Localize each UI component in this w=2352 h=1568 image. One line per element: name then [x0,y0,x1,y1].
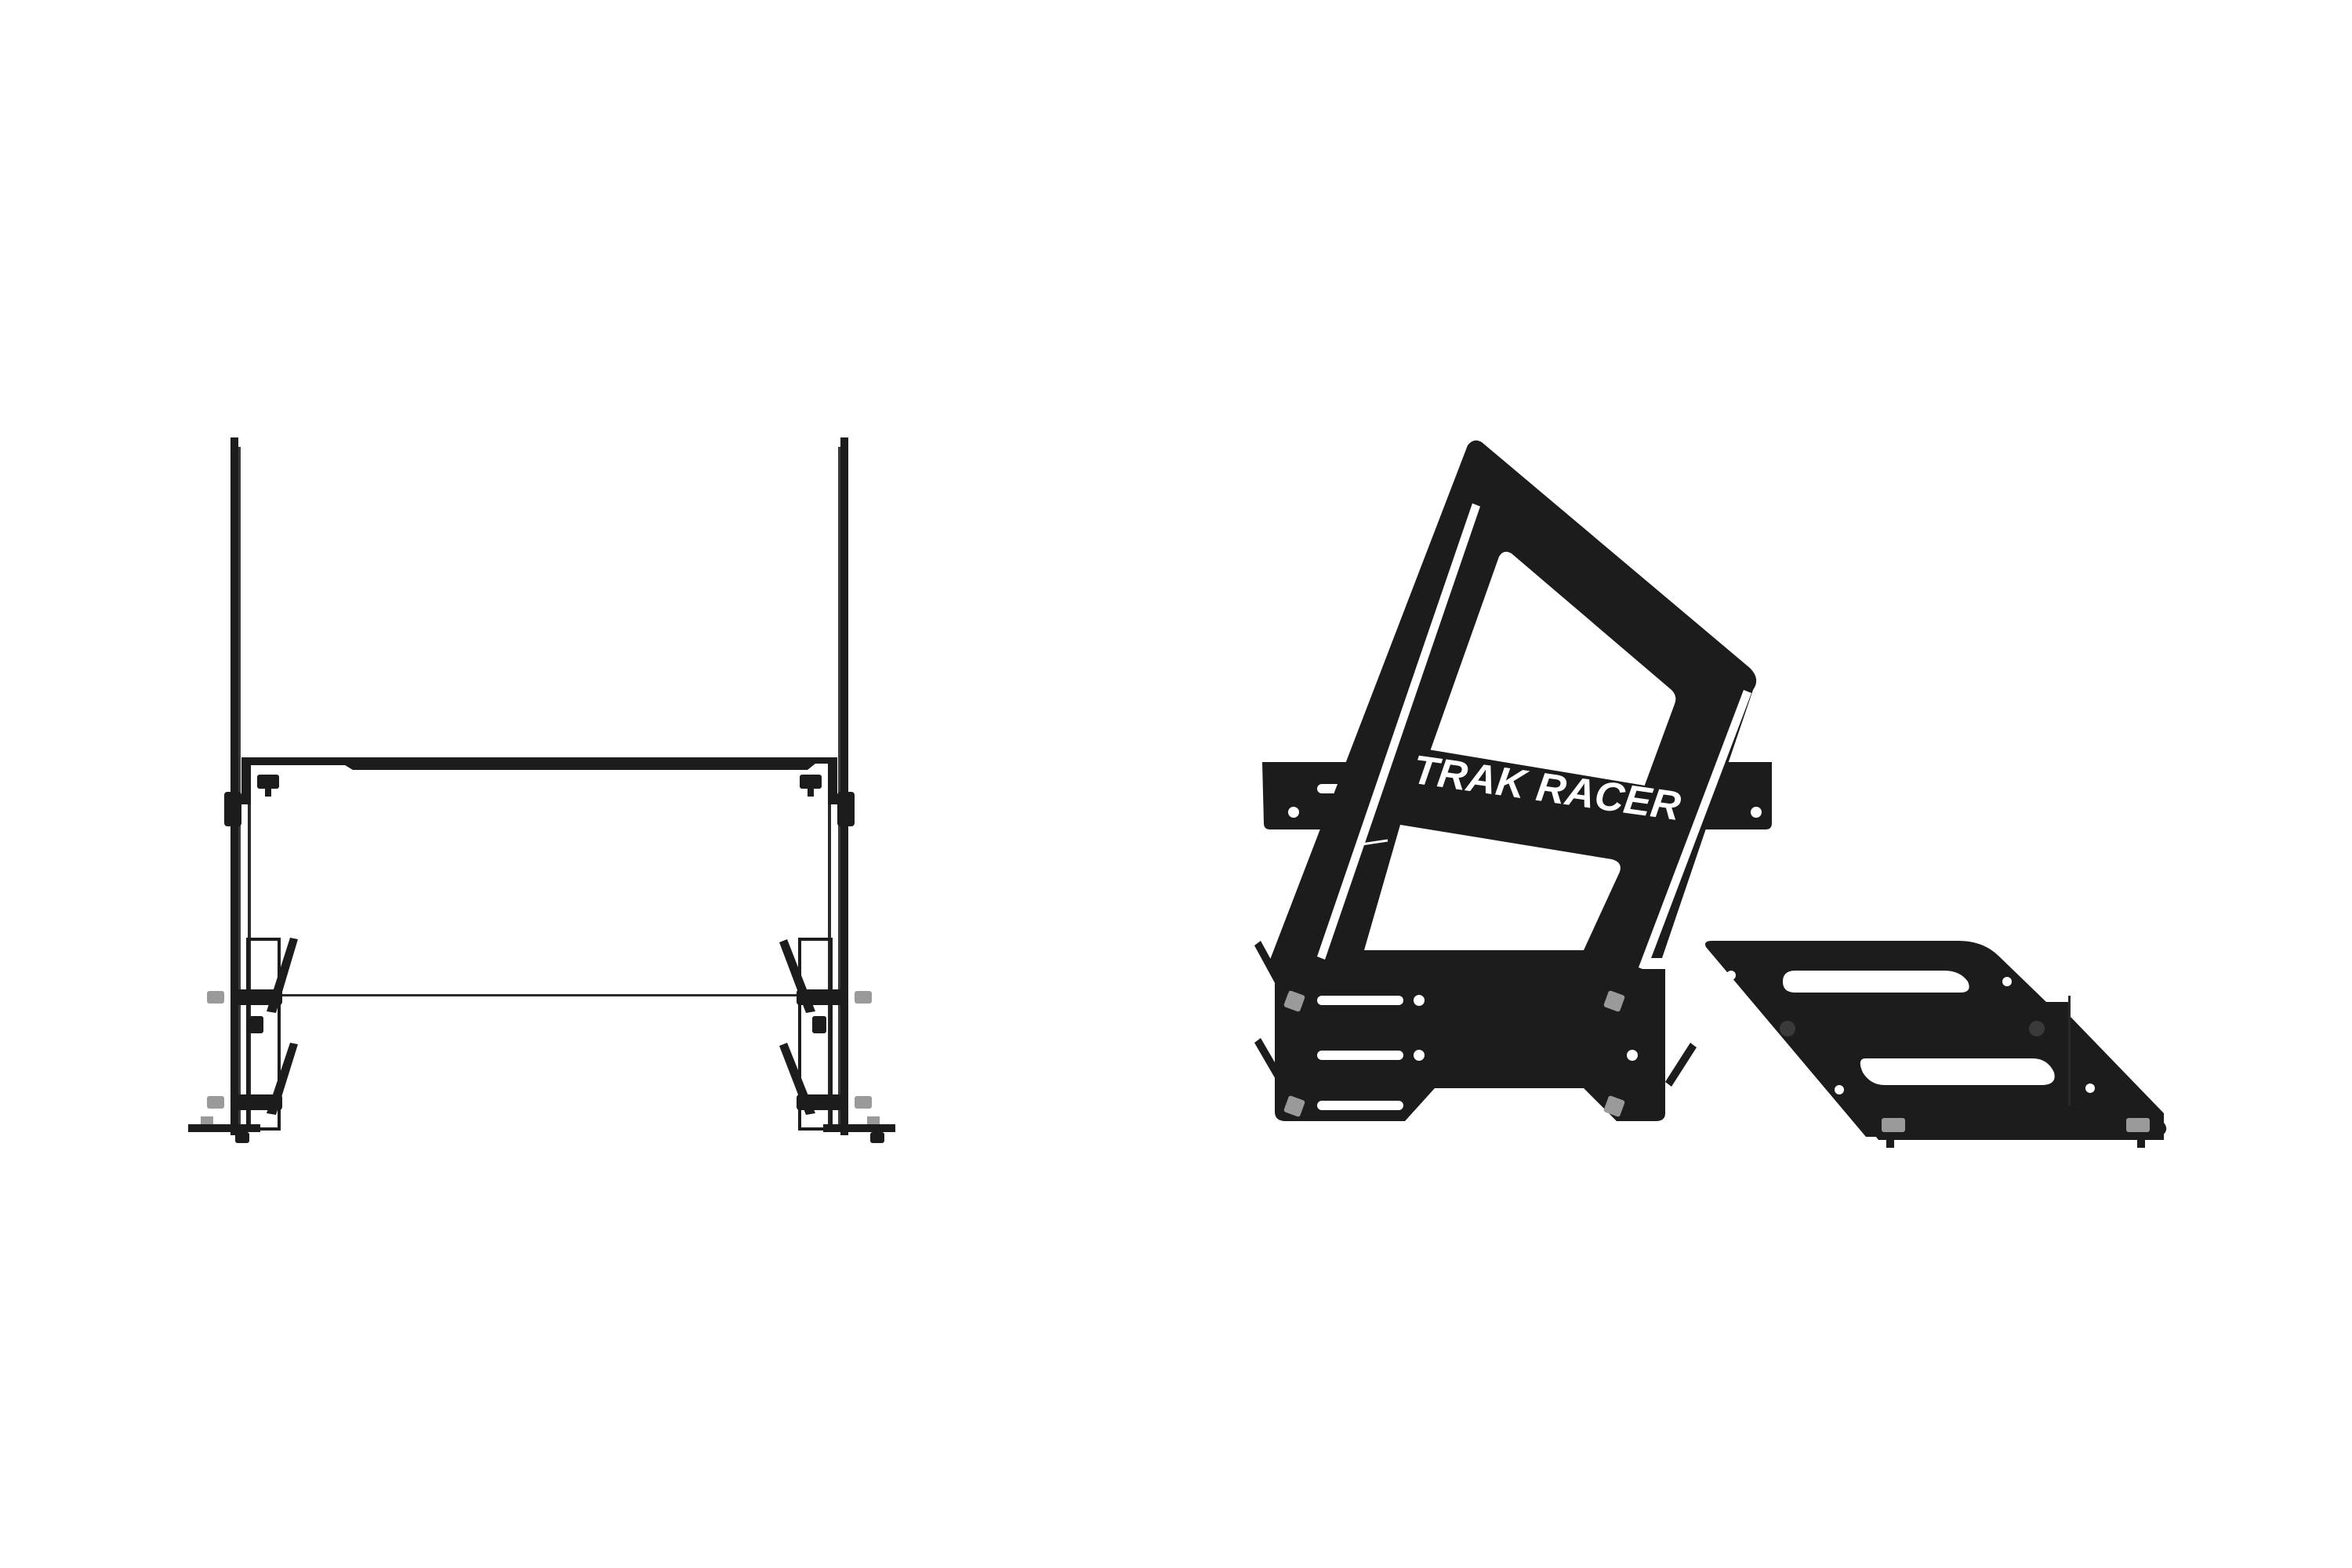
brand-band [1400,748,1654,850]
right-upright-inner [838,447,840,1129]
crossbar-knob-right [800,775,822,789]
plate-knob-1 [1780,1021,1795,1036]
base-hole-2 [1414,1050,1425,1061]
lower-bar [251,994,828,996]
left-upright [230,437,238,1135]
nut-4 [1603,1095,1625,1117]
plate-bracket-1 [1882,1118,1905,1132]
crossbar-knob-right-base [808,789,814,797]
mounting-plate [1705,941,2167,1148]
right-foot-pad [870,1132,884,1143]
base-hole-1 [1414,995,1425,1006]
frame-window-upper [1428,551,1676,793]
left-knob-1 [235,989,282,1005]
nut-3 [1603,990,1625,1012]
left-lower-box [246,938,281,1131]
plate-hole-2 [1835,1085,1844,1094]
right-knob-mid [812,1016,826,1033]
right-knob-1 [797,989,844,1005]
plate-slot-lower [1860,1058,2055,1085]
arrow-mark [1356,839,1388,847]
left-foot-bolt [201,1116,213,1124]
frame-slot-right [1639,690,1751,971]
plate-edge-right [2068,996,2071,1105]
crossbar-knob-left [257,775,279,789]
left-upright-inner [238,447,241,1129]
plate-hole-4 [2002,977,2012,986]
plate-foot-2 [2137,1137,2145,1148]
left-foot [188,1124,260,1132]
left-knob-2 [235,1094,282,1110]
crossbar-left-bracket [241,757,251,804]
side-frame-view: TRAK RACER [1254,440,1772,1121]
nut-2 [1283,1095,1305,1117]
left-bolt-2 [207,1096,224,1109]
side-lever-3 [1665,1043,1697,1087]
left-bolt-1 [207,991,224,1004]
plate-foot-1 [1886,1137,1894,1148]
plate-bracket-2 [2126,1118,2150,1132]
side-lever-2 [1254,1038,1289,1091]
plate-slot-upper [1783,971,1969,993]
top-crossbar [241,757,837,770]
right-foot-bolt [867,1116,880,1124]
front-frame-view [188,437,895,1143]
crossbar-right-bracket [828,757,837,804]
side-lever-1 [1254,941,1289,997]
plate-front [1705,941,2167,1137]
left-foot-pad [235,1132,249,1143]
nut-1 [1283,990,1305,1012]
rail-hole-1 [1288,807,1299,818]
right-bolt-2 [855,1096,872,1109]
plate-knob-2 [2029,1021,2045,1036]
rail-hole-2 [1751,807,1762,818]
base-slot-3 [1317,1101,1403,1110]
plate-hole-1 [1726,971,1736,980]
right-bolt-1 [855,991,872,1004]
left-clamp-upper [224,792,241,826]
base-plate [1275,969,1665,1121]
right-knob-2 [797,1094,844,1110]
base-hole-3 [1627,1050,1638,1061]
left-knob-mid [249,1016,263,1033]
crossbar-knob-left-base [265,789,271,797]
right-foot [823,1124,895,1132]
base-slot-2 [1317,1051,1403,1060]
right-lower-box [798,938,833,1131]
right-clamp-upper [837,792,855,826]
base-slot-1 [1317,996,1403,1005]
frame-window-lower [1364,825,1621,950]
plate-hole-3 [2085,1083,2095,1093]
right-upright [840,437,848,1135]
